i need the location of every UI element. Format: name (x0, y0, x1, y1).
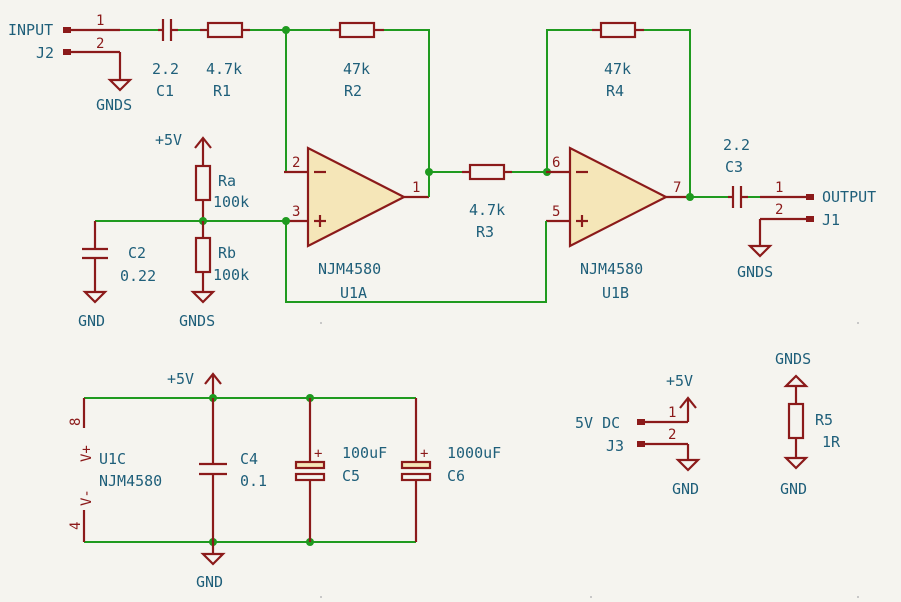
u1a-pin-minus: 2 (292, 155, 300, 171)
gnds-label-j2: GNDS (96, 96, 132, 114)
gnds-symbol-rb: GNDS (179, 290, 216, 330)
j3-pin2: 2 (668, 427, 676, 443)
connector-j2: INPUT J2 1 2 (8, 13, 120, 62)
resistor-ra: Ra 100k (194, 164, 249, 221)
j1-ref: J1 (822, 211, 840, 229)
j2-name: INPUT (8, 21, 53, 39)
u1b-pin-out: 7 (673, 180, 681, 196)
c6-value: 1000uF (447, 444, 501, 462)
r3-value: 4.7k (469, 201, 505, 219)
resistor-r1: 4.7k R1 (200, 21, 250, 100)
c5-plus: + (314, 446, 322, 462)
resistor-r5: R5 1R (787, 402, 841, 458)
u1b-value: NJM4580 (580, 260, 643, 278)
vcc-symbol-supply: +5V (167, 370, 222, 398)
gnds-label-r5: GNDS (775, 350, 811, 368)
u1c-pin-vn: 4 (68, 522, 84, 530)
r2-ref: R2 (344, 82, 362, 100)
rb-ref: Rb (218, 244, 236, 262)
vcc-label-supply: +5V (167, 370, 194, 388)
u1c-label-vn: V- (79, 489, 95, 506)
j2-pin1: 1 (96, 13, 104, 29)
gnd-symbol-supply: GND (196, 542, 226, 591)
gnds-symbol-j2: GNDS (96, 52, 133, 114)
gnds-symbol-j1: GNDS (737, 219, 773, 281)
u1c-pin-vp: 8 (68, 418, 84, 426)
gnds-symbol-r5: GNDS (775, 350, 811, 404)
capacitor-c3: 2.2 C3 (723, 136, 750, 208)
connector-j3: 1 2 5V DC J3 (575, 405, 688, 455)
gnd-symbol-j3: GND (672, 444, 701, 498)
u1c-value: NJM4580 (99, 472, 162, 490)
u1a-value: NJM4580 (318, 260, 381, 278)
u1a-pin-plus: 3 (292, 204, 300, 220)
u1b-pin-plus: 5 (552, 204, 560, 220)
gnd-symbol-c2: GND (78, 290, 108, 330)
vcc-symbol-j3: +5V (666, 372, 697, 422)
ra-ref: Ra (218, 172, 236, 190)
u1a-pin-out: 1 (412, 180, 420, 196)
r1-ref: R1 (213, 82, 231, 100)
resistor-r4: 47k R4 (592, 21, 644, 100)
connector-j1: 1 2 OUTPUT J1 (760, 180, 876, 229)
vcc-label-bias: +5V (155, 131, 182, 149)
j3-pin1: 1 (668, 405, 676, 421)
c1-ref: C1 (156, 82, 174, 100)
resistor-r2: 47k R2 (330, 21, 384, 100)
j1-name: OUTPUT (822, 188, 876, 206)
capacitor-c1: 2.2 C1 (152, 19, 179, 100)
gnd-label-c2: GND (78, 312, 105, 330)
u1b-pin-minus: 6 (552, 155, 560, 171)
c5-value: 100uF (342, 444, 387, 462)
r4-ref: R4 (606, 82, 624, 100)
vcc-label-j3: +5V (666, 372, 693, 390)
r1-value: 4.7k (206, 60, 242, 78)
gnd-label-r5: GND (780, 480, 807, 498)
c4-ref: C4 (240, 450, 258, 468)
r5-ref: R5 (815, 411, 833, 429)
j3-ref: J3 (606, 437, 624, 455)
u1a-ref: U1A (340, 284, 367, 302)
r3-ref: R3 (476, 223, 494, 241)
ra-value: 100k (213, 193, 249, 211)
grid-marks (320, 322, 859, 598)
capacitor-c5: + 100uF C5 (294, 398, 387, 542)
opamp-u1b: 6 5 7 NJM4580 U1B (546, 146, 690, 302)
rb-value: 100k (213, 266, 249, 284)
c6-ref: C6 (447, 467, 465, 485)
u1c-ref: U1C (99, 450, 126, 468)
u1c-label-vp: V+ (79, 445, 95, 462)
c2-ref: C2 (128, 244, 146, 262)
j1-pin1: 1 (775, 180, 783, 196)
capacitor-c6: + 1000uF C6 (400, 398, 501, 542)
c5-ref: C5 (342, 467, 360, 485)
u1b-ref: U1B (602, 284, 629, 302)
opamp-u1a: 2 3 1 NJM4580 U1A (284, 146, 429, 302)
capacitor-c2: C2 0.22 (82, 221, 156, 292)
opamp-u1c-power: 8 4 V+ V- U1C NJM4580 (68, 398, 162, 542)
capacitor-c4: C4 0.1 (199, 398, 267, 542)
gnd-symbol-r5: GND (780, 456, 809, 498)
r2-value: 47k (343, 60, 370, 78)
vcc-symbol-bias: +5V (155, 131, 212, 166)
gnd-label-j3: GND (672, 480, 699, 498)
c2-value: 0.22 (120, 267, 156, 285)
c3-value: 2.2 (723, 136, 750, 154)
gnd-label-supply: GND (196, 573, 223, 591)
resistor-rb: Rb 100k (194, 221, 249, 292)
j2-ref: J2 (36, 44, 54, 62)
j1-pin2: 2 (775, 202, 783, 218)
gnds-label-rb: GNDS (179, 312, 215, 330)
c4-value: 0.1 (240, 472, 267, 490)
c1-value: 2.2 (152, 60, 179, 78)
c3-ref: C3 (725, 158, 743, 176)
j2-pin2: 2 (96, 36, 104, 52)
j3-name: 5V DC (575, 414, 620, 432)
resistor-r3: 4.7k R3 (462, 163, 512, 241)
c6-plus: + (420, 446, 428, 462)
gnds-label-j1: GNDS (737, 263, 773, 281)
r4-value: 47k (604, 60, 631, 78)
r5-value: 1R (822, 433, 841, 451)
